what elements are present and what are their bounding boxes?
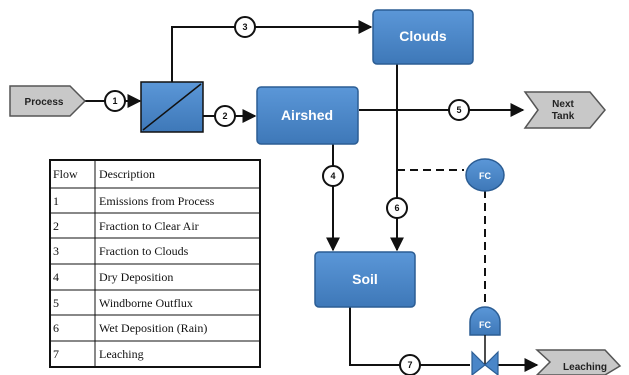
legend-row-description: Fraction to Clear Air <box>99 219 199 233</box>
legend-row-flow: 5 <box>53 296 59 310</box>
valve-icon <box>471 350 486 375</box>
legend-row-flow: 3 <box>53 244 59 258</box>
flow-4-number: 4 <box>330 171 335 181</box>
legend-row-flow: 7 <box>53 347 59 361</box>
process-label: Process <box>25 97 64 108</box>
legend-row-description: Wet Deposition (Rain) <box>99 321 207 335</box>
clouds-label: Clouds <box>399 28 447 44</box>
legend-row-flow: 6 <box>53 321 59 335</box>
flow-6-number: 6 <box>394 203 399 213</box>
process-node: Process <box>9 85 87 117</box>
flow-2-number: 2 <box>222 111 227 121</box>
legend-row-flow: 4 <box>53 270 59 284</box>
leaching-node: Leaching <box>535 349 622 375</box>
flow-1-number: 1 <box>112 96 117 106</box>
fc-top-label: FC <box>479 171 491 181</box>
flow-7-marker: 7 <box>399 354 421 375</box>
legend-row-description: Dry Deposition <box>99 270 173 284</box>
legend-table: Flow Description 1 Emissions from Proces… <box>49 159 261 368</box>
airshed-node: Airshed <box>256 86 359 145</box>
legend-row-description: Emissions from Process <box>99 194 215 208</box>
next-tank-node: Next Tank <box>523 91 606 129</box>
next-tank-label-2: Tank <box>552 111 575 122</box>
fc-valve: FC <box>469 306 501 375</box>
fc-controller-top: FC <box>465 158 505 192</box>
fc-bottom-label: FC <box>479 320 491 330</box>
flow-2-marker: 2 <box>214 105 236 127</box>
flow-3-line <box>171 20 373 82</box>
flow-1-marker: 1 <box>104 90 126 112</box>
flow-7-number: 7 <box>407 360 412 370</box>
flow-3-marker: 3 <box>234 16 256 38</box>
legend-row-description: Fraction to Clouds <box>99 244 189 258</box>
soil-node: Soil <box>314 251 416 308</box>
legend-row-description: Leaching <box>99 347 144 361</box>
airshed-label: Airshed <box>281 107 333 123</box>
legend-row-flow: 2 <box>53 219 59 233</box>
flow-6-marker: 6 <box>386 197 408 219</box>
soil-label: Soil <box>352 271 378 287</box>
clouds-node: Clouds <box>372 9 474 65</box>
flow-5-marker: 5 <box>448 99 470 121</box>
legend-row-flow: 1 <box>53 194 59 208</box>
flow-labels: 1 2 3 4 5 6 7 <box>104 16 470 375</box>
legend-header-description: Description <box>99 167 155 181</box>
connectors <box>85 20 539 372</box>
flow-5-number: 5 <box>456 105 461 115</box>
splitter-node <box>140 81 204 133</box>
next-tank-label-1: Next <box>552 99 574 110</box>
flow-7-line <box>349 307 470 366</box>
leaching-label: Leaching <box>563 362 607 373</box>
legend-header-flow: Flow <box>53 167 78 181</box>
flow-4-marker: 4 <box>322 165 344 187</box>
flow-3-number: 3 <box>242 22 247 32</box>
legend-row-description: Windborne Outflux <box>99 296 193 310</box>
